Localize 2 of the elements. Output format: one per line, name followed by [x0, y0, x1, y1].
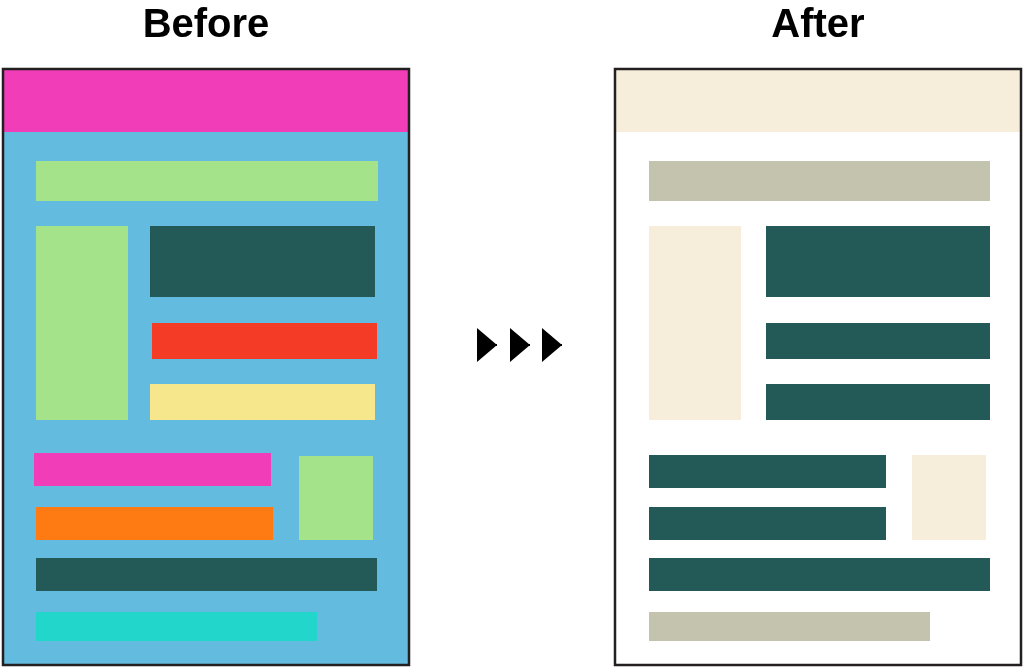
- panel-heading: Before: [142, 0, 270, 46]
- panel-heading: After: [771, 0, 865, 46]
